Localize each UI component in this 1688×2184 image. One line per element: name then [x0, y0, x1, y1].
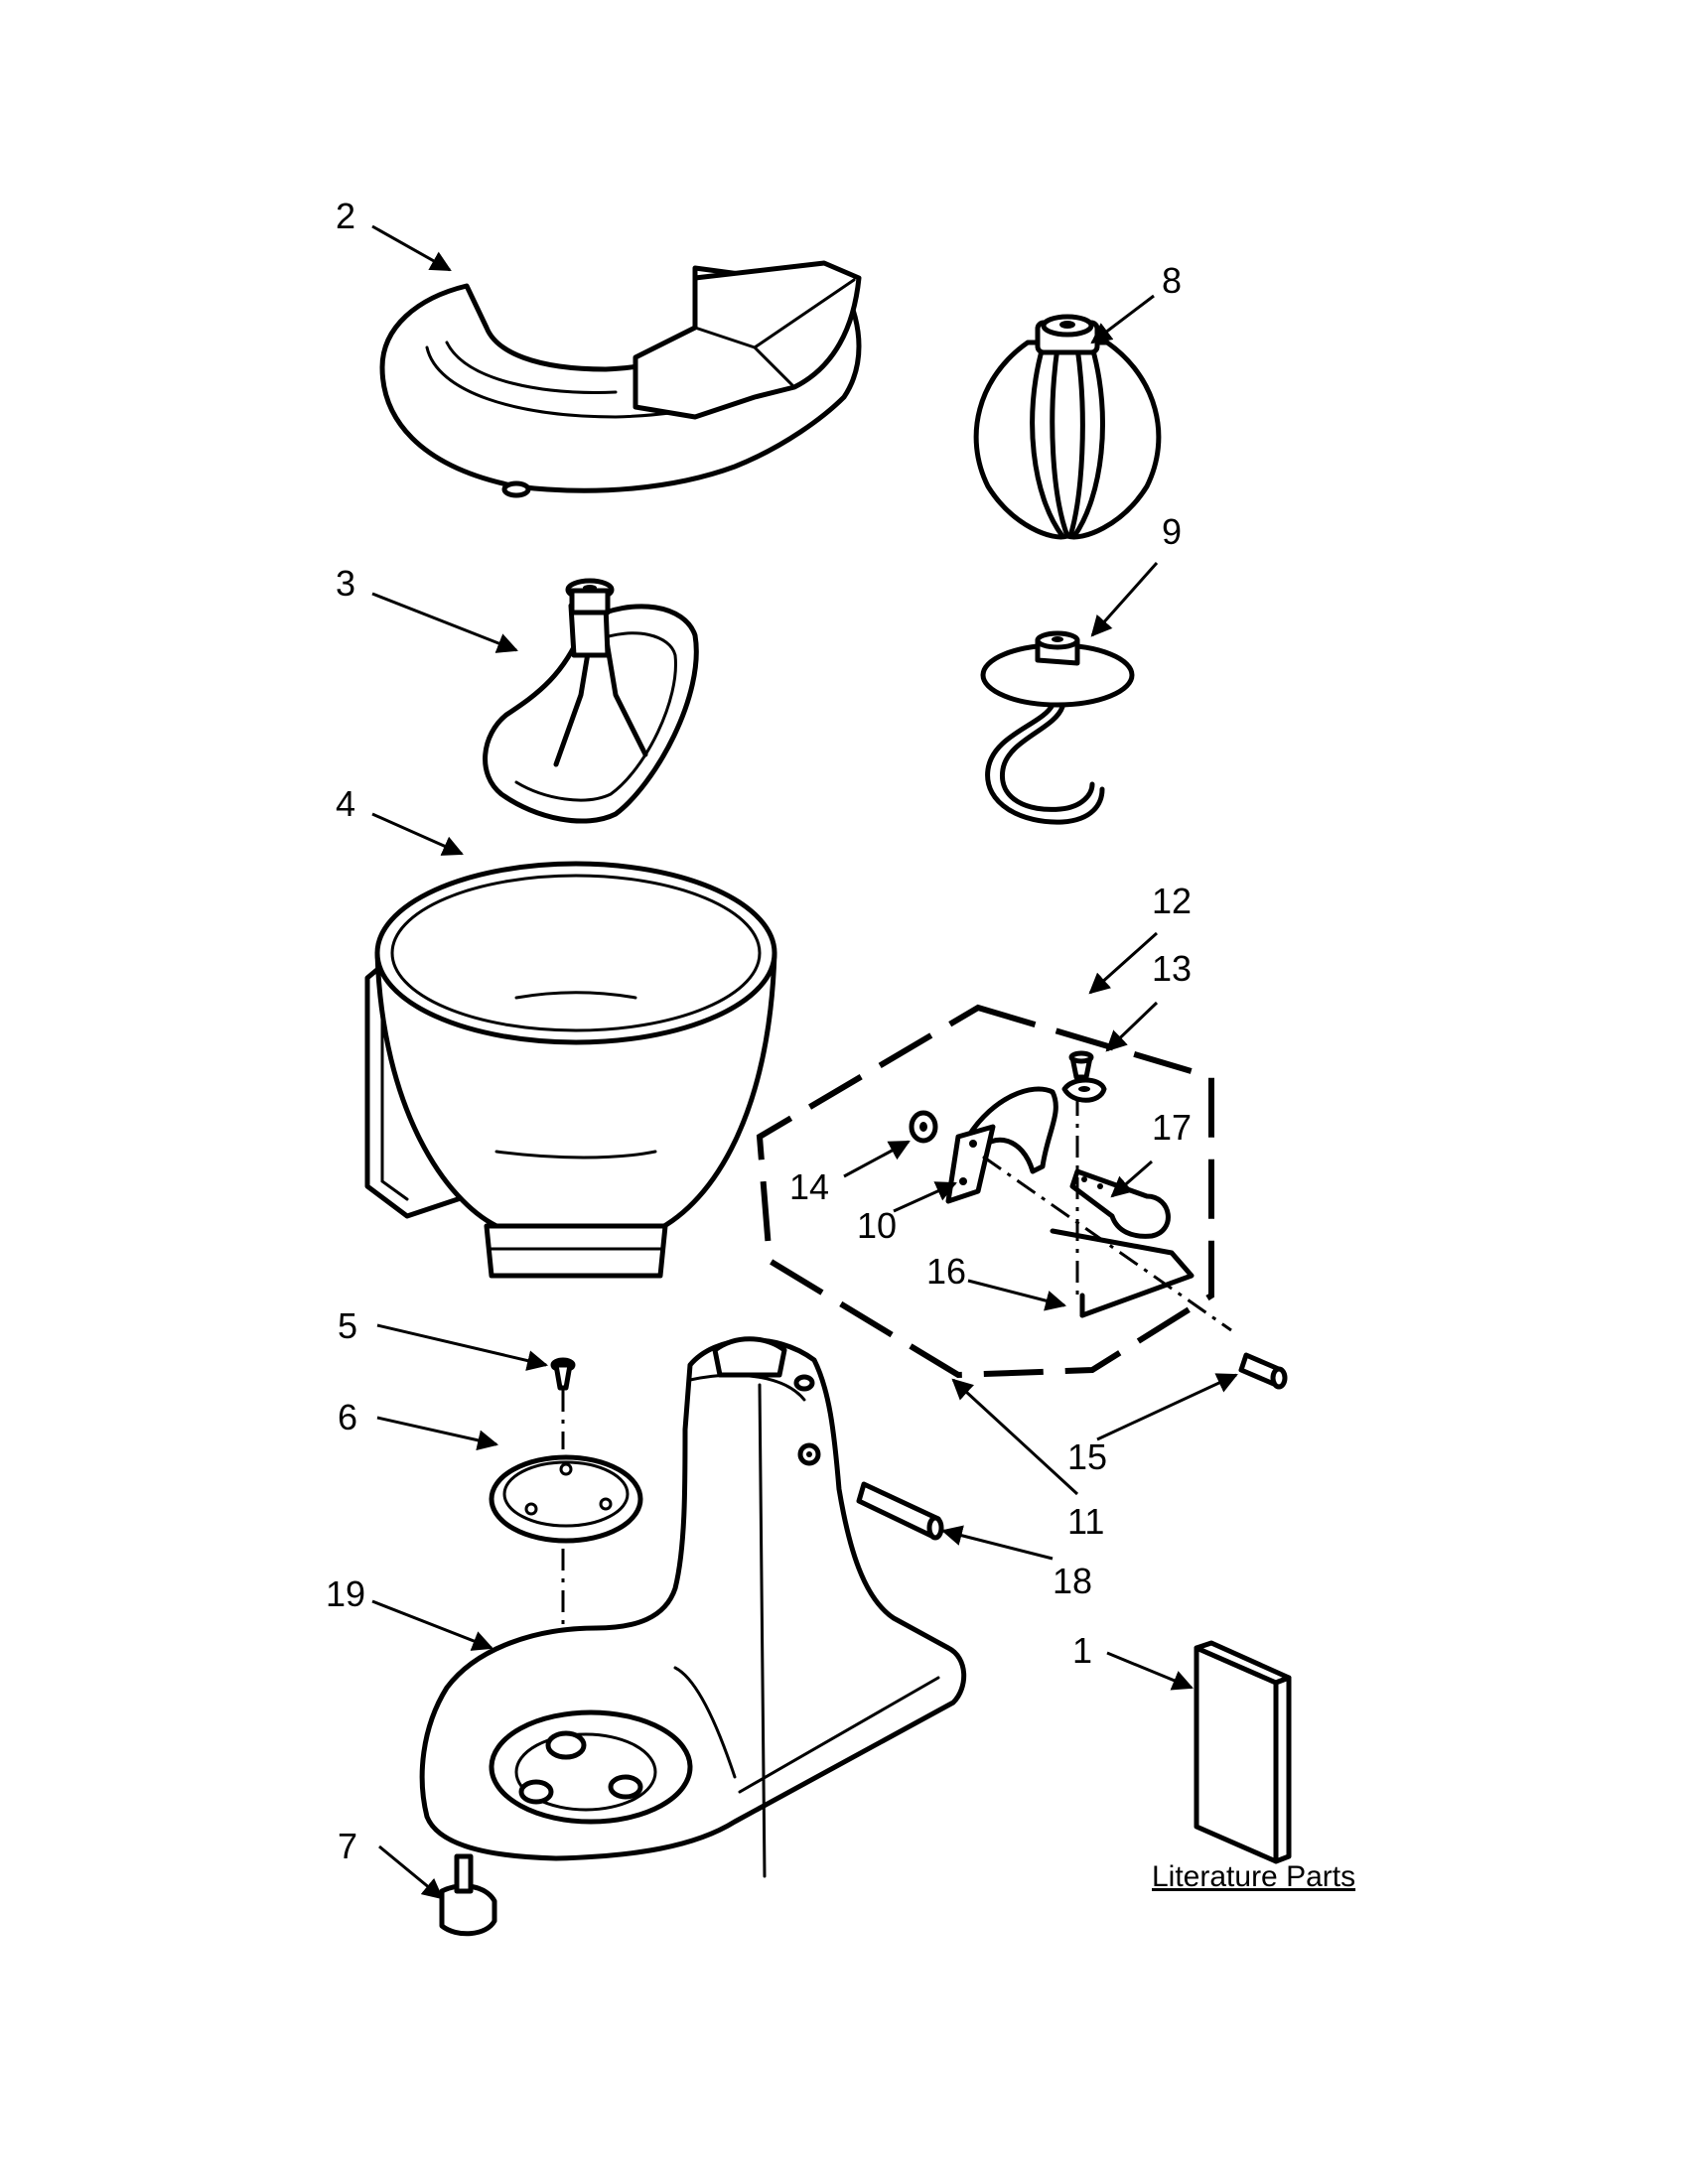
callout-14: 14	[789, 1166, 829, 1207]
callout-2: 2	[336, 196, 355, 236]
dough-hook	[980, 630, 1135, 825]
callout-11: 11	[1067, 1501, 1104, 1542]
pin-15	[1238, 1352, 1288, 1390]
rubber-foot	[439, 1853, 497, 1937]
callout-12: 12	[1152, 881, 1192, 921]
callout-1: 1	[1072, 1630, 1092, 1671]
callout-17: 17	[1152, 1107, 1192, 1148]
callout-18: 18	[1053, 1561, 1092, 1601]
callout-3: 3	[336, 563, 355, 604]
hinge-assembly	[756, 1004, 1232, 1379]
callout-9: 9	[1162, 511, 1182, 552]
callout-6: 6	[338, 1397, 357, 1437]
literature-booklet	[1194, 1640, 1292, 1864]
hinge-pin	[856, 1481, 944, 1541]
callouts: 2 8 3 9 4 12 13 17 14 10 16 5 6 15 11 18…	[326, 196, 1355, 1893]
callout-7: 7	[338, 1826, 357, 1866]
screw-and-washer	[1061, 1050, 1107, 1103]
callout-19: 19	[326, 1573, 365, 1614]
flat-beater	[483, 578, 699, 824]
leader-lines	[371, 224, 1238, 1900]
bowl-clamp-plate	[489, 1390, 643, 1698]
callout-5: 5	[338, 1305, 357, 1346]
pedestal-base	[419, 1336, 967, 1878]
wire-whip	[973, 314, 1162, 540]
bowl	[364, 861, 777, 1279]
callout-13: 13	[1152, 948, 1192, 989]
literature-parts-label: Literature Parts	[1152, 1860, 1355, 1893]
callout-16: 16	[926, 1251, 966, 1292]
callout-4: 4	[336, 783, 355, 824]
callout-10: 10	[857, 1205, 897, 1246]
bowl-clamp-screw	[550, 1357, 576, 1391]
callout-8: 8	[1162, 260, 1182, 301]
callout-15: 15	[1067, 1436, 1107, 1477]
pouring-shield	[379, 260, 862, 498]
